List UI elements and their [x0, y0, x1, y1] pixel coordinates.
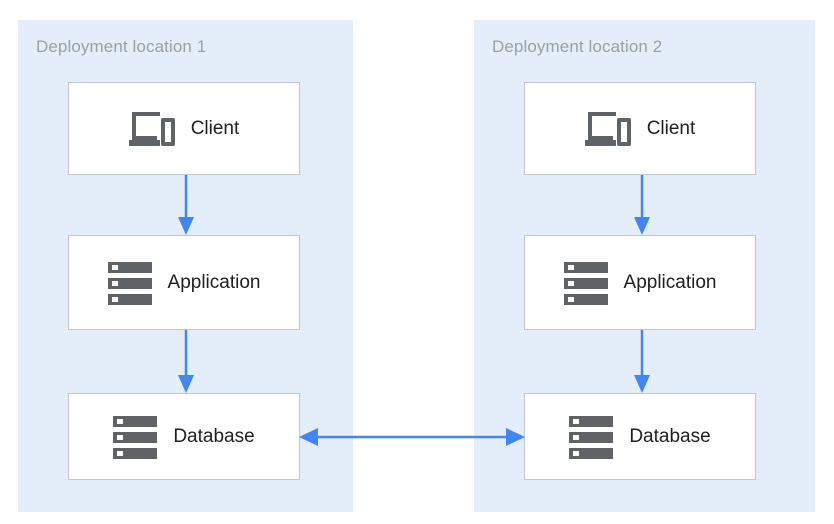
arrow-application-1-to-database-1 — [178, 330, 194, 393]
node-content: Database — [113, 414, 255, 460]
node-content: Client — [584, 110, 696, 148]
node-client-2[interactable]: Client — [524, 82, 756, 175]
server-icon — [107, 261, 152, 305]
device-icon — [128, 111, 175, 146]
arrow-database-1-to-database-2 — [299, 428, 525, 446]
node-label-application-2: Application — [623, 271, 717, 293]
node-label-application-1: Application — [167, 271, 261, 293]
device-icon — [584, 111, 631, 146]
node-client-1[interactable]: Client — [68, 82, 300, 175]
node-label-database-2: Database — [629, 425, 711, 447]
node-application-1[interactable]: Application — [68, 235, 300, 330]
node-label-client-1: Client — [190, 117, 240, 139]
zone-title-deployment-location-2: Deployment location 2 — [492, 37, 663, 56]
server-icon — [563, 261, 608, 305]
node-content: Database — [569, 414, 711, 460]
server-icon — [569, 415, 614, 459]
arrow-client-1-to-application-1 — [178, 175, 194, 235]
node-content: Client — [128, 110, 240, 148]
server-icon — [113, 415, 158, 459]
node-content: Application — [563, 260, 717, 306]
node-database-2[interactable]: Database — [524, 393, 756, 480]
node-application-2[interactable]: Application — [524, 235, 756, 330]
zone-title-deployment-location-1: Deployment location 1 — [36, 37, 207, 56]
arrow-application-2-to-database-2 — [634, 330, 650, 393]
arrow-client-2-to-application-2 — [634, 175, 650, 235]
node-content: Application — [107, 260, 261, 306]
node-database-1[interactable]: Database — [68, 393, 300, 480]
node-label-database-1: Database — [173, 425, 255, 447]
node-label-client-2: Client — [646, 117, 696, 139]
